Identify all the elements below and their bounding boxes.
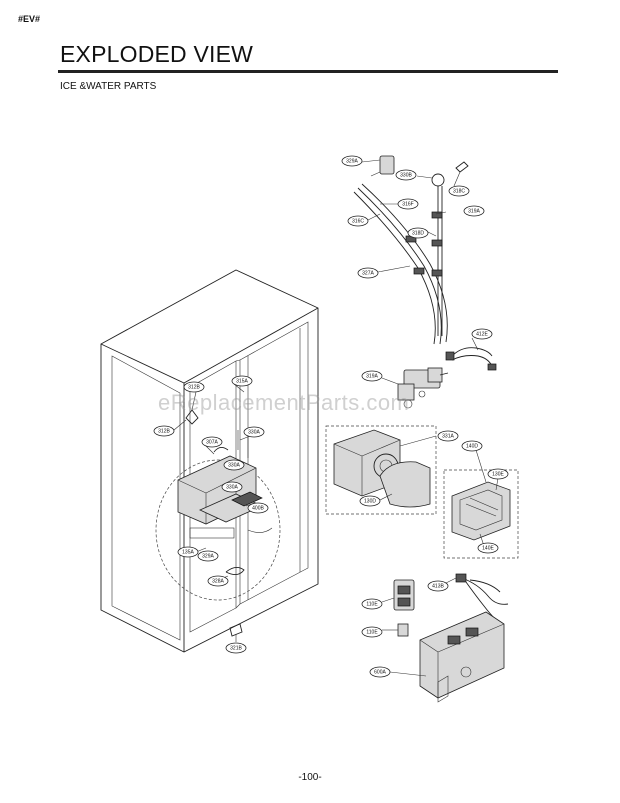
callout-label: 330A bbox=[243, 426, 265, 438]
water-tube-assembly bbox=[353, 155, 469, 345]
callout-label: 327A bbox=[357, 267, 379, 279]
callout-label: 318D bbox=[407, 227, 429, 239]
callout-label: 110E bbox=[361, 598, 383, 610]
callout-label: 312B bbox=[153, 425, 175, 437]
svg-text:140D: 140D bbox=[466, 443, 478, 449]
svg-text:307A: 307A bbox=[206, 439, 218, 445]
svg-text:327A: 327A bbox=[362, 270, 374, 276]
callout-labels: 329A 330B 318C 316F 316C 319A 318D 327A … bbox=[153, 155, 509, 678]
svg-text:330A: 330A bbox=[248, 429, 260, 435]
svg-text:331A: 331A bbox=[442, 433, 454, 439]
svg-text:330A: 330A bbox=[228, 462, 240, 468]
svg-text:600A: 600A bbox=[374, 669, 386, 675]
callout-label: 316C bbox=[347, 215, 369, 227]
ice-bin-assembly bbox=[325, 425, 437, 515]
heater-assembly bbox=[443, 469, 519, 559]
svg-text:312B: 312B bbox=[158, 428, 170, 434]
callout-label: 329A bbox=[197, 550, 219, 562]
svg-text:330A: 330A bbox=[226, 484, 238, 490]
icemaker-assembly bbox=[177, 409, 273, 637]
section-title: ICE &WATER PARTS bbox=[60, 81, 157, 92]
page-number: -100- bbox=[298, 772, 322, 783]
svg-text:329A: 329A bbox=[346, 158, 358, 164]
callout-label: 321B bbox=[225, 642, 247, 654]
watermark: eReplacementParts.com bbox=[158, 390, 410, 415]
svg-text:110E: 110E bbox=[366, 601, 378, 607]
svg-text:135A: 135A bbox=[182, 549, 194, 555]
svg-text:329A: 329A bbox=[202, 553, 214, 559]
svg-text:312B: 312B bbox=[188, 384, 200, 390]
svg-text:328A: 328A bbox=[212, 578, 224, 584]
svg-text:110E: 110E bbox=[366, 629, 378, 635]
callout-label: 312B bbox=[183, 381, 205, 393]
callout-label: 130D bbox=[359, 495, 381, 507]
dispenser-control-parts bbox=[393, 573, 509, 703]
callout-label: 315A bbox=[231, 375, 253, 387]
callout-label: 140D bbox=[461, 440, 483, 452]
callout-label: 412E bbox=[471, 328, 493, 340]
callout-label: 316F bbox=[397, 198, 419, 210]
svg-text:130E: 130E bbox=[492, 471, 504, 477]
page-title: EXPLODED VIEW bbox=[60, 41, 254, 67]
water-valve bbox=[397, 367, 449, 409]
callout-label: 328A bbox=[207, 575, 229, 587]
callout-label: 600A bbox=[369, 666, 391, 678]
callout-label: 331A bbox=[437, 430, 459, 442]
callout-label: 135A bbox=[177, 546, 199, 558]
svg-text:321B: 321B bbox=[230, 645, 242, 651]
callout-label: 307A bbox=[201, 436, 223, 448]
leader-lines bbox=[173, 159, 499, 677]
callout-label: 330A bbox=[223, 459, 245, 471]
callout-label: 140E bbox=[477, 542, 499, 554]
wire-harness-upper bbox=[445, 347, 497, 371]
callout-label: 110E bbox=[361, 626, 383, 638]
svg-text:315A: 315A bbox=[236, 378, 248, 384]
callout-label: 400B bbox=[247, 502, 269, 514]
svg-text:400B: 400B bbox=[252, 505, 264, 511]
model-code: #EV# bbox=[18, 14, 41, 24]
svg-text:130D: 130D bbox=[364, 498, 376, 504]
svg-text:413B: 413B bbox=[432, 583, 444, 589]
callout-label: 130E bbox=[487, 468, 509, 480]
svg-text:318D: 318D bbox=[412, 230, 424, 236]
callout-label: 330B bbox=[395, 169, 417, 181]
svg-text:412E: 412E bbox=[476, 331, 488, 337]
svg-text:140E: 140E bbox=[482, 545, 494, 551]
svg-text:316F: 316F bbox=[402, 201, 413, 207]
callout-label: 413B bbox=[427, 580, 449, 592]
callout-label: 330A bbox=[221, 481, 243, 493]
svg-text:316C: 316C bbox=[352, 218, 364, 224]
callout-label: 319A bbox=[361, 370, 383, 382]
svg-text:330B: 330B bbox=[400, 172, 412, 178]
svg-text:318C: 318C bbox=[453, 188, 465, 194]
svg-text:319A: 319A bbox=[468, 208, 480, 214]
icemaker-detail-region bbox=[155, 459, 281, 601]
svg-text:319A: 319A bbox=[366, 373, 378, 379]
callout-label: 318C bbox=[448, 185, 470, 197]
callout-label: 319A bbox=[463, 205, 485, 217]
callout-label: 329A bbox=[341, 155, 363, 167]
title-divider bbox=[58, 70, 558, 73]
